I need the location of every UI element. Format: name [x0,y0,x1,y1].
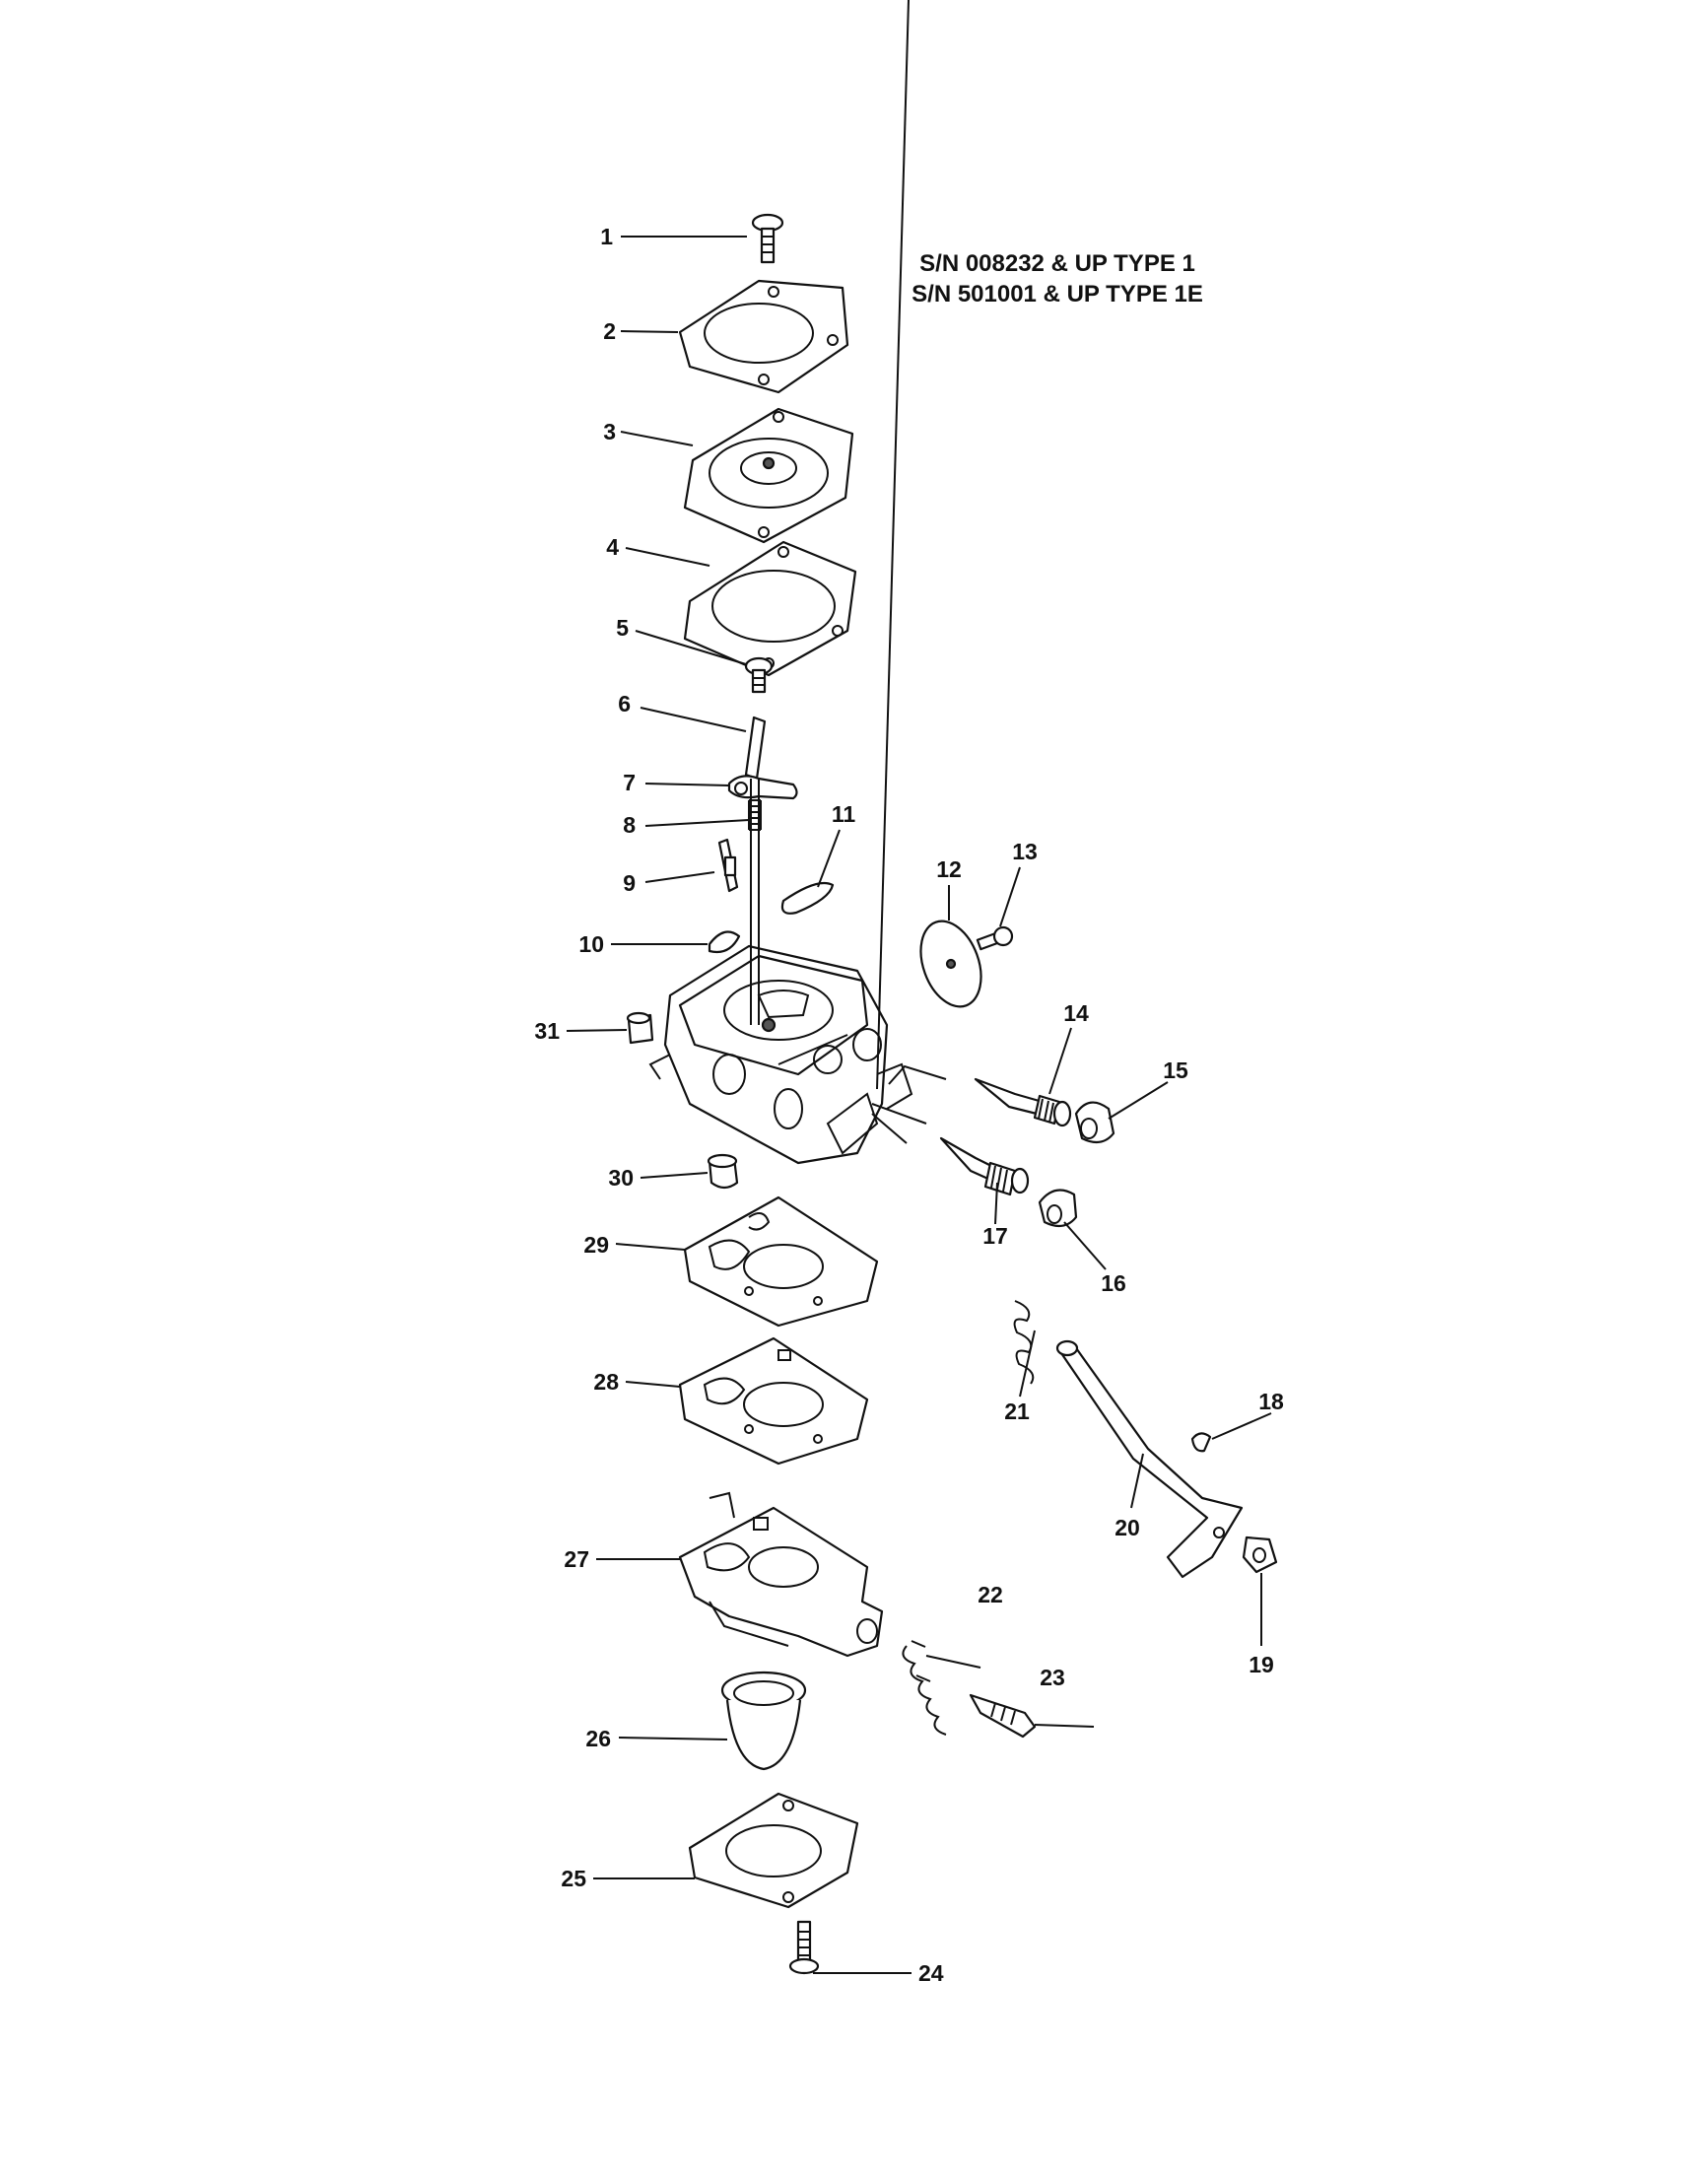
callout-28: 28 [593,1369,619,1395]
callout-8: 8 [623,812,636,838]
callout-6: 6 [618,691,631,717]
callout-7: 7 [623,770,636,795]
part-18-clip [1190,1432,1212,1453]
callout-29: 29 [583,1232,609,1258]
part-15-limiter-cap [1074,1101,1115,1144]
part-20-throttle-shaft [1055,1339,1244,1579]
part-27-pump-body [678,1491,884,1658]
callout-20: 20 [1115,1515,1140,1540]
part-22-spring [902,1640,947,1736]
serial-type-line-2: S/N 501001 & UP TYPE 1E [912,281,1203,307]
callout-10: 10 [578,931,604,957]
part-1-screw [751,213,784,264]
callout-9: 9 [623,870,636,896]
callout-12: 12 [936,856,962,882]
callout-21: 21 [1004,1399,1030,1424]
part-11-check-valve [780,881,835,915]
callout-23: 23 [1040,1665,1065,1690]
callout-16: 16 [1101,1270,1126,1296]
callout-25: 25 [561,1866,586,1891]
part-5-screw [744,656,774,694]
callout-18: 18 [1258,1389,1284,1414]
part-6-pin [744,716,767,781]
part-29-gasket [683,1195,879,1328]
part-28-gasket [678,1336,869,1466]
callout-11: 11 [832,801,856,827]
part-21-spring [1013,1300,1035,1385]
part-24-screw [788,1920,820,1975]
part-30-cup [707,1153,739,1190]
part-10-retainer [708,930,741,954]
callout-2: 2 [603,318,616,344]
part-3-diaphragm [683,407,854,544]
callout-13: 13 [1012,839,1038,864]
callout-1: 1 [600,224,613,249]
part-2-cover-plate [678,279,849,394]
part-8-spring [748,799,762,831]
callout-27: 27 [564,1546,589,1572]
part-7-lever [727,775,798,800]
callout-4: 4 [606,534,619,560]
leader-lines [566,0,1272,1974]
callout-26: 26 [585,1726,611,1751]
part-16-limiter-cap [1038,1189,1078,1228]
callout-19: 19 [1249,1652,1274,1677]
part-23-idle-screw [969,1693,1037,1739]
part-25-retainer-plate [688,1792,859,1909]
part-14-adjust-needle [974,1077,1072,1127]
callout-numbers: 1 2 3 4 5 6 7 8 9 10 11 12 13 14 15 16 1… [534,224,1284,1986]
part-19-nut [1242,1536,1278,1574]
part-12-throttle-plate [919,920,982,1008]
callout-31: 31 [534,1018,560,1044]
callout-5: 5 [616,615,629,641]
callout-17: 17 [982,1223,1008,1249]
callout-3: 3 [603,419,616,444]
part-31-plug [626,1011,654,1045]
callout-14: 14 [1063,1000,1089,1026]
part-4-gasket [683,540,857,677]
callout-22: 22 [978,1582,1003,1607]
part-17-adjust-needle [939,1136,1030,1196]
callout-15: 15 [1163,1058,1188,1083]
callout-30: 30 [608,1165,634,1191]
carburetor-body [648,944,913,1165]
callout-24: 24 [918,1960,944,1986]
part-13-screw [976,925,1014,951]
part-9-inlet-needle [717,838,739,893]
part-26-primer-bulb [720,1671,807,1771]
serial-type-line-1: S/N 008232 & UP TYPE 1 [919,250,1195,277]
